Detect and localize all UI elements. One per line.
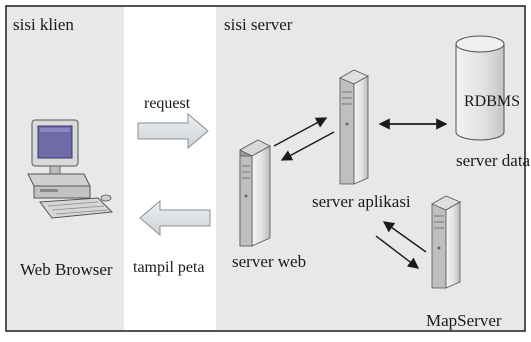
web-server-label: server web <box>232 252 306 271</box>
web-server-icon <box>239 139 271 247</box>
map-server-label: MapServer <box>426 311 502 330</box>
database-label: RDBMS <box>464 93 520 110</box>
server-panel-title: sisi server <box>224 15 293 34</box>
map-server-icon <box>431 195 461 289</box>
web-browser-label: Web Browser <box>20 260 113 279</box>
client-panel-title: sisi klien <box>13 15 74 34</box>
database-icon: RDBMS <box>455 35 520 141</box>
app-server-label: server aplikasi <box>312 192 411 211</box>
database-caption: server data <box>456 151 531 170</box>
client-panel: sisi klien <box>7 7 124 330</box>
app-server-icon <box>339 69 369 185</box>
response-arrow: tampil peta <box>133 199 211 276</box>
computer-icon <box>27 119 114 219</box>
response-label: tampil peta <box>133 259 205 276</box>
request-label: request <box>144 95 191 112</box>
request-arrow: request <box>137 95 209 150</box>
connector-arrows <box>273 117 448 269</box>
